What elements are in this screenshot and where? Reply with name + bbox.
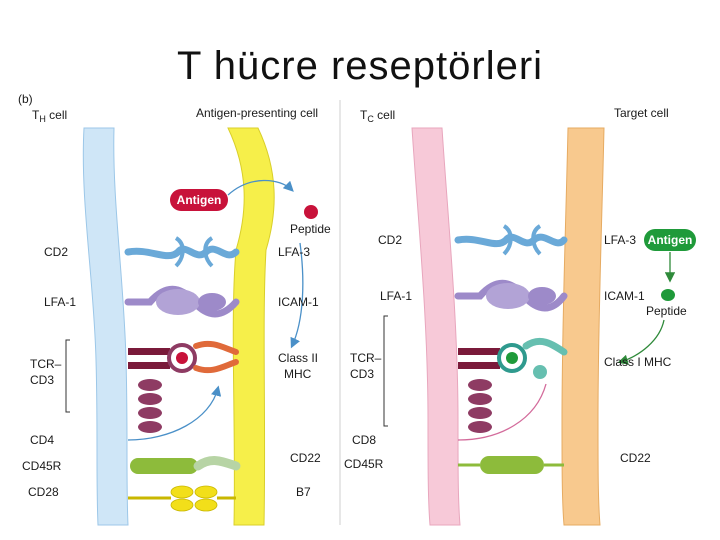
mhc-ii-alpha — [193, 340, 239, 355]
tc-cell-label-suffix: cell — [374, 108, 395, 122]
th-cell-label-suffix: cell — [46, 108, 67, 122]
mhc-i-heavy-chain — [522, 337, 568, 356]
apc-membrane — [227, 127, 275, 526]
peptide-dot-left — [304, 205, 318, 219]
cd3-subunit-4 — [138, 421, 162, 433]
cd3-subunit-1 — [138, 379, 162, 391]
cd2-domain — [174, 236, 185, 268]
cd45r-receptor-right — [480, 456, 544, 474]
cd4-mhc-arrow — [127, 385, 222, 441]
cd45r-receptor-left — [130, 458, 198, 474]
peptide-to-mhc-arrow — [617, 319, 665, 365]
bound-peptide-right — [506, 352, 518, 364]
antigen-label-right: Antigen — [648, 233, 693, 247]
tcr-chain-b — [128, 362, 170, 369]
label-mhc-left: MHC — [284, 367, 312, 381]
cd3-subunit-2-right — [468, 393, 492, 405]
peptide-dot-right — [661, 289, 675, 301]
lfa3-domain-right — [531, 224, 542, 256]
cd3-subunit-3 — [138, 407, 162, 419]
antigen-pill-left — [170, 189, 228, 211]
mhc-ii-beta — [193, 359, 239, 374]
cd3-subunit-4-right — [468, 421, 492, 433]
label-cd22-right: CD22 — [620, 451, 651, 465]
cd3-subunit-2 — [138, 393, 162, 405]
page-title: T hücre reseptörleri — [176, 44, 544, 88]
tcr-cd3-bracket-right — [383, 315, 388, 427]
tcr-chain-a-right — [458, 348, 500, 355]
lfa1-head-right — [486, 283, 530, 309]
mhc-i-b2m — [533, 365, 547, 379]
peptide-label-right: Peptide — [646, 304, 687, 318]
label-b7-left: B7 — [296, 485, 311, 499]
tcr-antigen-site — [167, 343, 197, 373]
tc-cell-membrane — [411, 127, 461, 526]
cd2-domain-right — [502, 224, 513, 256]
th-cell-label-main: T — [32, 108, 40, 122]
th-cell-label: TH cell — [32, 108, 67, 124]
label-cd4-left: CD4 — [30, 433, 54, 447]
cd28-subunit-2 — [170, 498, 194, 512]
tcr-chain-b-right — [458, 362, 500, 369]
label-lfa1-left: LFA-1 — [44, 295, 76, 309]
label-cd3-right: CD3 — [350, 367, 374, 381]
cd2-lfa3-pair-right — [454, 233, 568, 248]
label-lfa3-right: LFA-3 — [604, 233, 636, 247]
label-icam1-right: ICAM-1 — [604, 289, 645, 303]
cd2-lfa3-pair — [124, 245, 240, 260]
label-lfa3-left: LFA-3 — [278, 245, 310, 259]
tcr-antigen-site-right — [497, 343, 527, 373]
b7-subunit-2 — [194, 498, 218, 512]
cd8-mhc-arrow — [457, 383, 547, 441]
target-cell-membrane — [561, 127, 605, 526]
cd22-receptor-left — [193, 456, 241, 471]
th-cell-label-sub: H — [39, 114, 46, 124]
panel-letter: (b) — [18, 92, 33, 106]
cd28-subunit-1 — [170, 485, 194, 499]
target-cell-label: Target cell — [614, 106, 669, 120]
peptide-label-left: Peptide — [290, 222, 331, 236]
cd3-subunit-1-right — [468, 379, 492, 391]
cd3-subunit-3-right — [468, 407, 492, 419]
lfa1-head — [156, 289, 200, 315]
antigen-pill-right — [644, 229, 696, 251]
antigen-uptake-arrow — [227, 179, 294, 196]
apc-label: Antigen-presenting cell — [196, 106, 318, 120]
antigen-label-left: Antigen — [177, 193, 222, 207]
tc-cell-label-sub: C — [367, 114, 374, 124]
label-class1-mhc-right: Class I MHC — [604, 355, 672, 369]
tc-cell-label: TC cell — [360, 108, 395, 124]
tcr-chain-a — [128, 348, 170, 355]
label-lfa1-right: LFA-1 — [380, 289, 412, 303]
label-class2-left: Class II — [278, 351, 318, 365]
tc-cell-label-main: T — [360, 108, 368, 122]
label-tcr-right: TCR– — [350, 351, 382, 365]
bound-peptide-left — [176, 352, 188, 364]
peptide-presentation-arrow — [290, 242, 304, 349]
label-cd2-right: CD2 — [378, 233, 402, 247]
label-cd2-left: CD2 — [44, 245, 68, 259]
b7-subunit-1 — [194, 485, 218, 499]
label-cd3-left: CD3 — [30, 373, 54, 387]
th-cell-membrane — [82, 127, 129, 526]
label-cd8-right: CD8 — [352, 433, 376, 447]
icam1-head — [198, 293, 226, 311]
label-cd28-left: CD28 — [28, 485, 59, 499]
tcr-cd3-bracket-left — [65, 339, 70, 413]
label-cd45r-left: CD45R — [22, 459, 62, 473]
icam1-head-right — [528, 287, 556, 305]
label-cd45r-right: CD45R — [344, 457, 384, 471]
label-tcr-left: TCR– — [30, 357, 62, 371]
label-cd22-left: CD22 — [290, 451, 321, 465]
lfa3-domain — [203, 236, 214, 268]
label-icam1-left: ICAM-1 — [278, 295, 319, 309]
